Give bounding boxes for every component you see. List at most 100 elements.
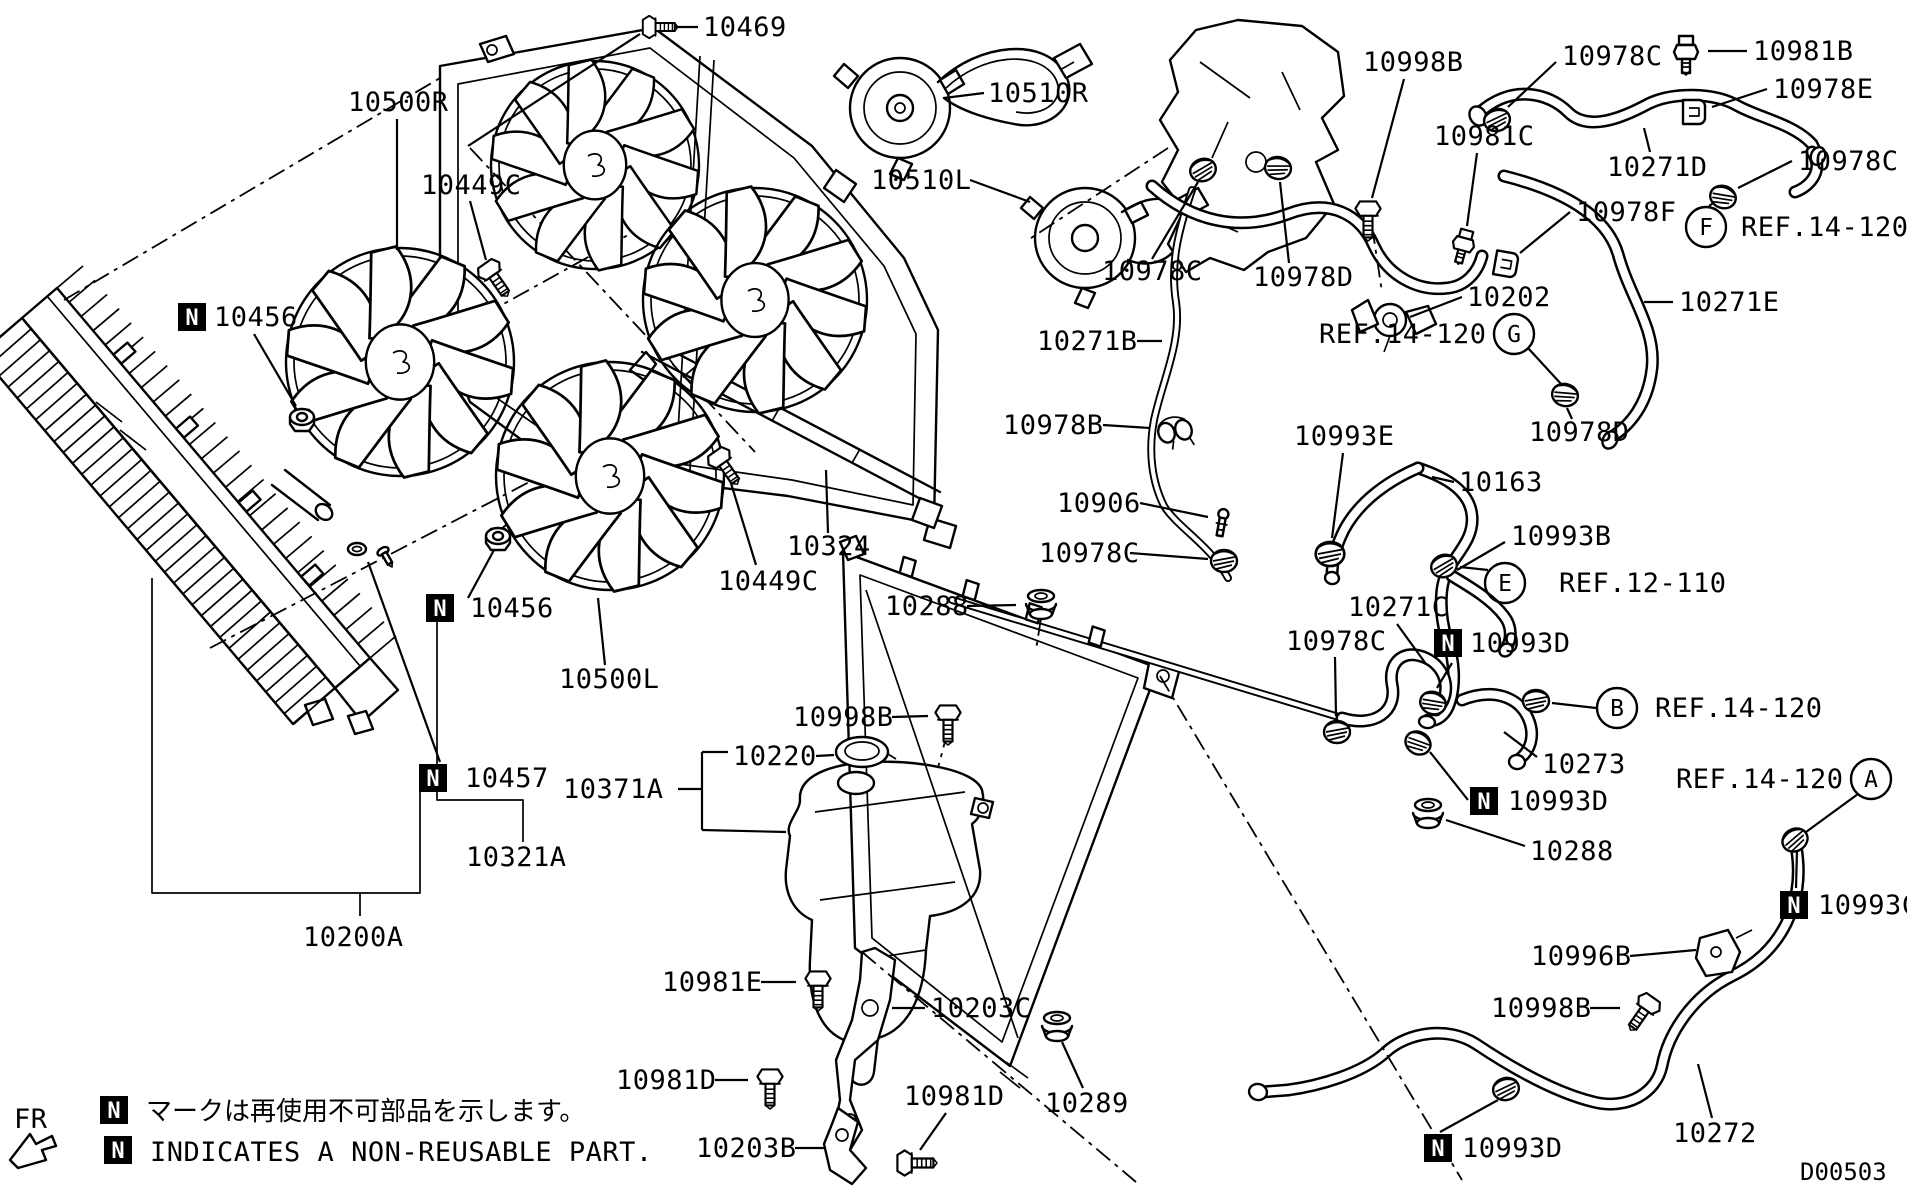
hose-10271D xyxy=(1474,90,1822,160)
part-number-label: 10978D xyxy=(1253,262,1354,293)
clamp-icon xyxy=(1548,379,1582,411)
fin-line xyxy=(219,600,262,638)
non-reusable-badge-letter: N xyxy=(1431,1137,1444,1162)
fin-line xyxy=(357,621,385,645)
fan-hub xyxy=(720,261,790,339)
fin-line xyxy=(210,589,253,627)
bracket-10321A xyxy=(436,616,524,842)
part-number-label: 10510R xyxy=(988,78,1089,109)
non-reusable-badge xyxy=(1470,787,1498,815)
drawing-code: D00503 xyxy=(1800,1158,1887,1186)
part-number-label: 10978E xyxy=(1773,74,1874,105)
leader-line xyxy=(919,1112,947,1151)
fin-line xyxy=(275,665,318,703)
part-number-label: 10993C xyxy=(1818,890,1907,921)
leader-line xyxy=(1629,948,1697,958)
fin-line xyxy=(72,426,115,464)
non-reusable-badge xyxy=(178,303,206,331)
part-number-label: 10469 xyxy=(703,12,787,43)
fin-line xyxy=(0,339,41,377)
part-number-label: 10272 xyxy=(1673,1118,1757,1149)
cooling-fan xyxy=(641,185,869,415)
fin-line xyxy=(128,350,156,375)
part-number-label: 10978C xyxy=(1562,41,1663,72)
leader-line xyxy=(701,828,787,834)
part-number-label: REF.14-120 xyxy=(1655,693,1823,724)
clamp-icon xyxy=(1322,719,1352,745)
clamp-icon xyxy=(1262,153,1294,183)
leader-line xyxy=(1278,181,1291,264)
fin-line xyxy=(224,464,253,488)
bracket-10203B xyxy=(822,1106,868,1186)
part-number-label: REF.14-120 xyxy=(1676,764,1844,795)
fin-line xyxy=(238,622,281,660)
grommet-icon xyxy=(1040,1010,1074,1043)
hub-mark xyxy=(602,464,621,488)
bolt-icon xyxy=(641,14,679,40)
non-reusable-badge-letter: N xyxy=(111,1139,124,1164)
leader-line xyxy=(1737,160,1793,189)
fin-line xyxy=(256,643,299,682)
nut-icon xyxy=(288,407,316,433)
fin-line xyxy=(273,521,301,545)
part-number-label: 10163 xyxy=(1459,467,1543,498)
part-number-label: 10449C xyxy=(718,566,819,597)
mount-tab xyxy=(1087,625,1106,648)
part-number-label: 10981D xyxy=(904,1081,1005,1112)
leader-line xyxy=(1459,565,1489,572)
clamp-icon xyxy=(1185,154,1221,186)
leader-line xyxy=(1429,751,1469,801)
hose-10272 xyxy=(1258,842,1803,1109)
non-reusable-badge xyxy=(419,764,447,792)
fin-line xyxy=(297,549,325,574)
part-number-label: 10200A xyxy=(303,922,404,953)
ref-circle xyxy=(1492,312,1536,356)
part-number-label: 10978F xyxy=(1576,197,1677,228)
leader-line xyxy=(467,33,641,147)
clamp-icon xyxy=(1521,688,1551,714)
leader-line xyxy=(1102,423,1151,430)
bracket-10200A xyxy=(151,578,421,916)
fin-line xyxy=(164,535,207,573)
leader-line xyxy=(1527,347,1563,386)
oring-icon xyxy=(346,541,368,557)
part-number-label: 10271D xyxy=(1607,152,1708,183)
leader-line xyxy=(1696,1063,1714,1119)
plug-icon xyxy=(374,544,399,572)
fan-hub xyxy=(562,129,628,201)
hose-10163-branch xyxy=(1448,572,1515,652)
ref-circle-letter: E xyxy=(1498,571,1512,597)
part-number-label: 10510L xyxy=(871,165,972,196)
part-number-label: 10456 xyxy=(214,302,298,333)
leader-line xyxy=(1151,181,1199,260)
part-number-label: 10202 xyxy=(1467,282,1551,313)
part-number-label: REF.12-110 xyxy=(1559,568,1727,599)
fin-line xyxy=(201,578,244,616)
non-reusable-badge xyxy=(104,1136,132,1164)
leader-line xyxy=(468,200,488,261)
fin-line xyxy=(8,350,51,388)
pipe-10271B xyxy=(1149,187,1231,581)
fin-line xyxy=(173,545,216,584)
part-number-label: 10981B xyxy=(1753,36,1854,67)
hub-mark xyxy=(392,350,411,374)
footnote-japanese: マークは再使用不可部品を示します。 xyxy=(146,1097,585,1127)
hub-mark xyxy=(587,153,606,177)
fin-line xyxy=(369,635,397,659)
part-number-label: 10203C xyxy=(931,993,1032,1024)
part-number-label: 10500L xyxy=(559,664,660,695)
part-number-label: 10324 xyxy=(787,531,871,562)
part-number-label: 10457 xyxy=(465,763,549,794)
leader-line xyxy=(943,91,985,100)
fin-line xyxy=(212,450,241,474)
leader-line xyxy=(596,597,607,666)
leader-line xyxy=(1436,662,1453,689)
part-number-label: 10289 xyxy=(1045,1088,1129,1119)
part-number-label: 10456 xyxy=(470,593,554,624)
radiator-fins xyxy=(0,317,336,725)
leader-line xyxy=(815,753,835,758)
clamp-icon xyxy=(1209,548,1239,574)
hose-10163 xyxy=(1414,464,1477,725)
bolt-icon xyxy=(1619,989,1665,1039)
hub-mark xyxy=(747,288,766,312)
